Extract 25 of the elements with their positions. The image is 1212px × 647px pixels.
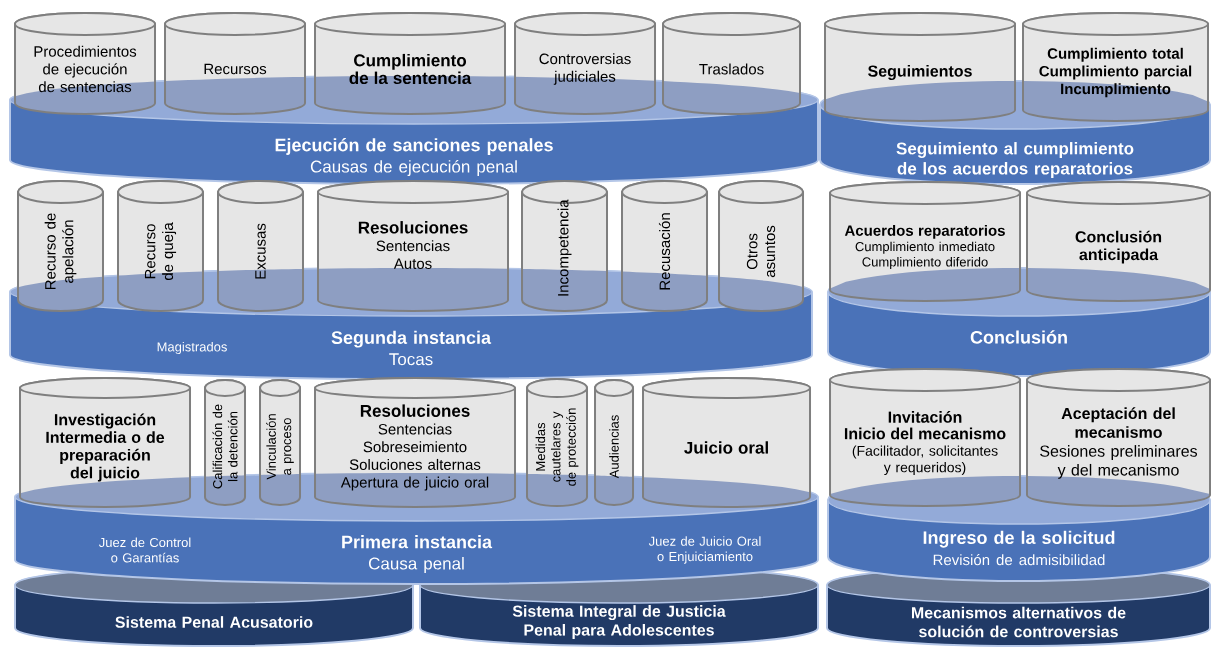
cylinder: Calificación de la detención xyxy=(204,379,246,506)
cylinder: Otros asuntos xyxy=(718,180,804,312)
cylinder: Vinculación a proceso xyxy=(259,379,301,506)
cylinder: Aceptación del mecanismo Sesiones preliminares y del mecanismo xyxy=(1026,368,1211,507)
cylinder: Recusación xyxy=(621,180,708,312)
cylinder: Investigación Intermedia o de preparación del juicio xyxy=(19,377,191,508)
cylinder: Acuerdos reparatorios Cumplimiento inmediato Cumplimiento diferido xyxy=(829,181,1021,302)
cylinder: Resoluciones Sentencias Autos xyxy=(317,180,509,312)
cylinder: Recursos xyxy=(164,12,306,115)
cylinder: Traslados xyxy=(662,12,801,115)
cylinder: Recurso de queja xyxy=(117,180,204,312)
cylinder: Medidas cautelares y de protección xyxy=(526,378,588,507)
cylinder: Excusas xyxy=(217,180,304,312)
cylinder: Conclusión anticipada xyxy=(1026,181,1211,302)
cylinder: Incompetencia xyxy=(521,180,608,312)
cylinder: Seguimientos xyxy=(824,12,1016,122)
cylinder: Resoluciones Sentencias Sobreseimiento Soluciones alternas Apertura de juicio oral xyxy=(314,377,516,508)
cylinder: Cumplimiento de la sentencia xyxy=(314,12,506,115)
cylinder: Cumplimiento total Cumplimiento parcial Incumplimiento xyxy=(1022,12,1209,122)
cylinder: Controversias judiciales xyxy=(514,12,656,115)
cylinder: Invitación Inicio del mecanismo (Facilitador, solicitantes y requeridos) xyxy=(829,368,1021,507)
cylinder: Recurso de apelación xyxy=(17,180,104,312)
cylinder: Procedimientos de ejecución de sentencias xyxy=(14,12,156,115)
cylinder: Juicio oral xyxy=(642,377,811,508)
cylinder: Audiencias xyxy=(594,379,634,506)
